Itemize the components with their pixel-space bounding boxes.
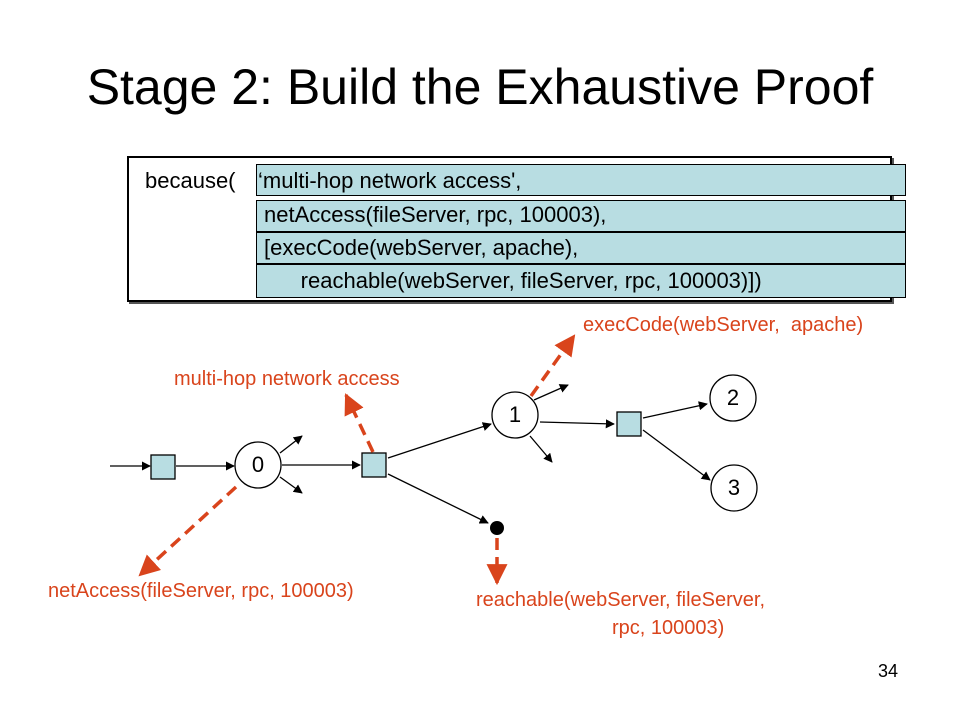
node-1-circle <box>491 391 539 439</box>
edge-node0-down <box>279 476 303 494</box>
node-3-circle <box>710 464 758 512</box>
edge-sq1-node1 <box>387 422 492 459</box>
edge-sq2-node2 <box>642 401 708 419</box>
label-multihop: multi-hop network access <box>174 368 400 390</box>
edge-node1-up <box>533 384 569 401</box>
rule-square-2 <box>616 411 642 437</box>
page-number: 34 <box>877 661 898 681</box>
label-reachable-line2: rpc, 100003) <box>612 617 725 639</box>
highlight-line-2 <box>256 200 906 232</box>
code-line-3: [execCode(webServer, apache), <box>264 235 579 260</box>
rule-square-1 <box>361 452 387 478</box>
annotation-arrow-netaccess <box>138 485 238 577</box>
edge-node1-down <box>529 435 553 463</box>
node-2-label: 2 <box>726 385 740 410</box>
label-execcode: execCode(webServer, apache) <box>583 314 864 336</box>
highlight-line-3 <box>256 232 906 264</box>
label-netaccess: netAccess(fileServer, rpc, 100003) <box>48 580 354 602</box>
code-line-2: netAccess(fileServer, rpc, 100003), <box>264 202 607 227</box>
edge-node1-sq2 <box>539 419 615 429</box>
code-line-1: ‘multi-hop network access', <box>258 168 522 193</box>
annotation-arrow-multihop <box>344 393 375 453</box>
node-3-label: 3 <box>727 475 741 500</box>
edge-sq1-dot <box>387 473 489 524</box>
highlight-line-4 <box>256 264 906 298</box>
highlight-line-1 <box>256 164 906 196</box>
page-title: Stage 2: Build the Exhaustive Proof <box>86 59 874 115</box>
node-2-circle <box>709 374 757 422</box>
label-reachable-line1: reachable(webServer, fileServer, <box>476 589 766 611</box>
node-0-label: 0 <box>251 452 265 477</box>
node-0-circle <box>234 441 282 489</box>
rule-square-0 <box>150 454 176 480</box>
edge-node0-up <box>279 435 303 454</box>
code-line-4: reachable(webServer, fileServer, rpc, 10… <box>264 268 762 293</box>
edge-sq2-node3 <box>642 429 711 481</box>
node-1-label: 1 <box>508 402 522 427</box>
annotation-arrow-exec <box>529 334 576 398</box>
code-prefix: because( <box>145 168 236 193</box>
leaf-dot <box>490 521 504 535</box>
